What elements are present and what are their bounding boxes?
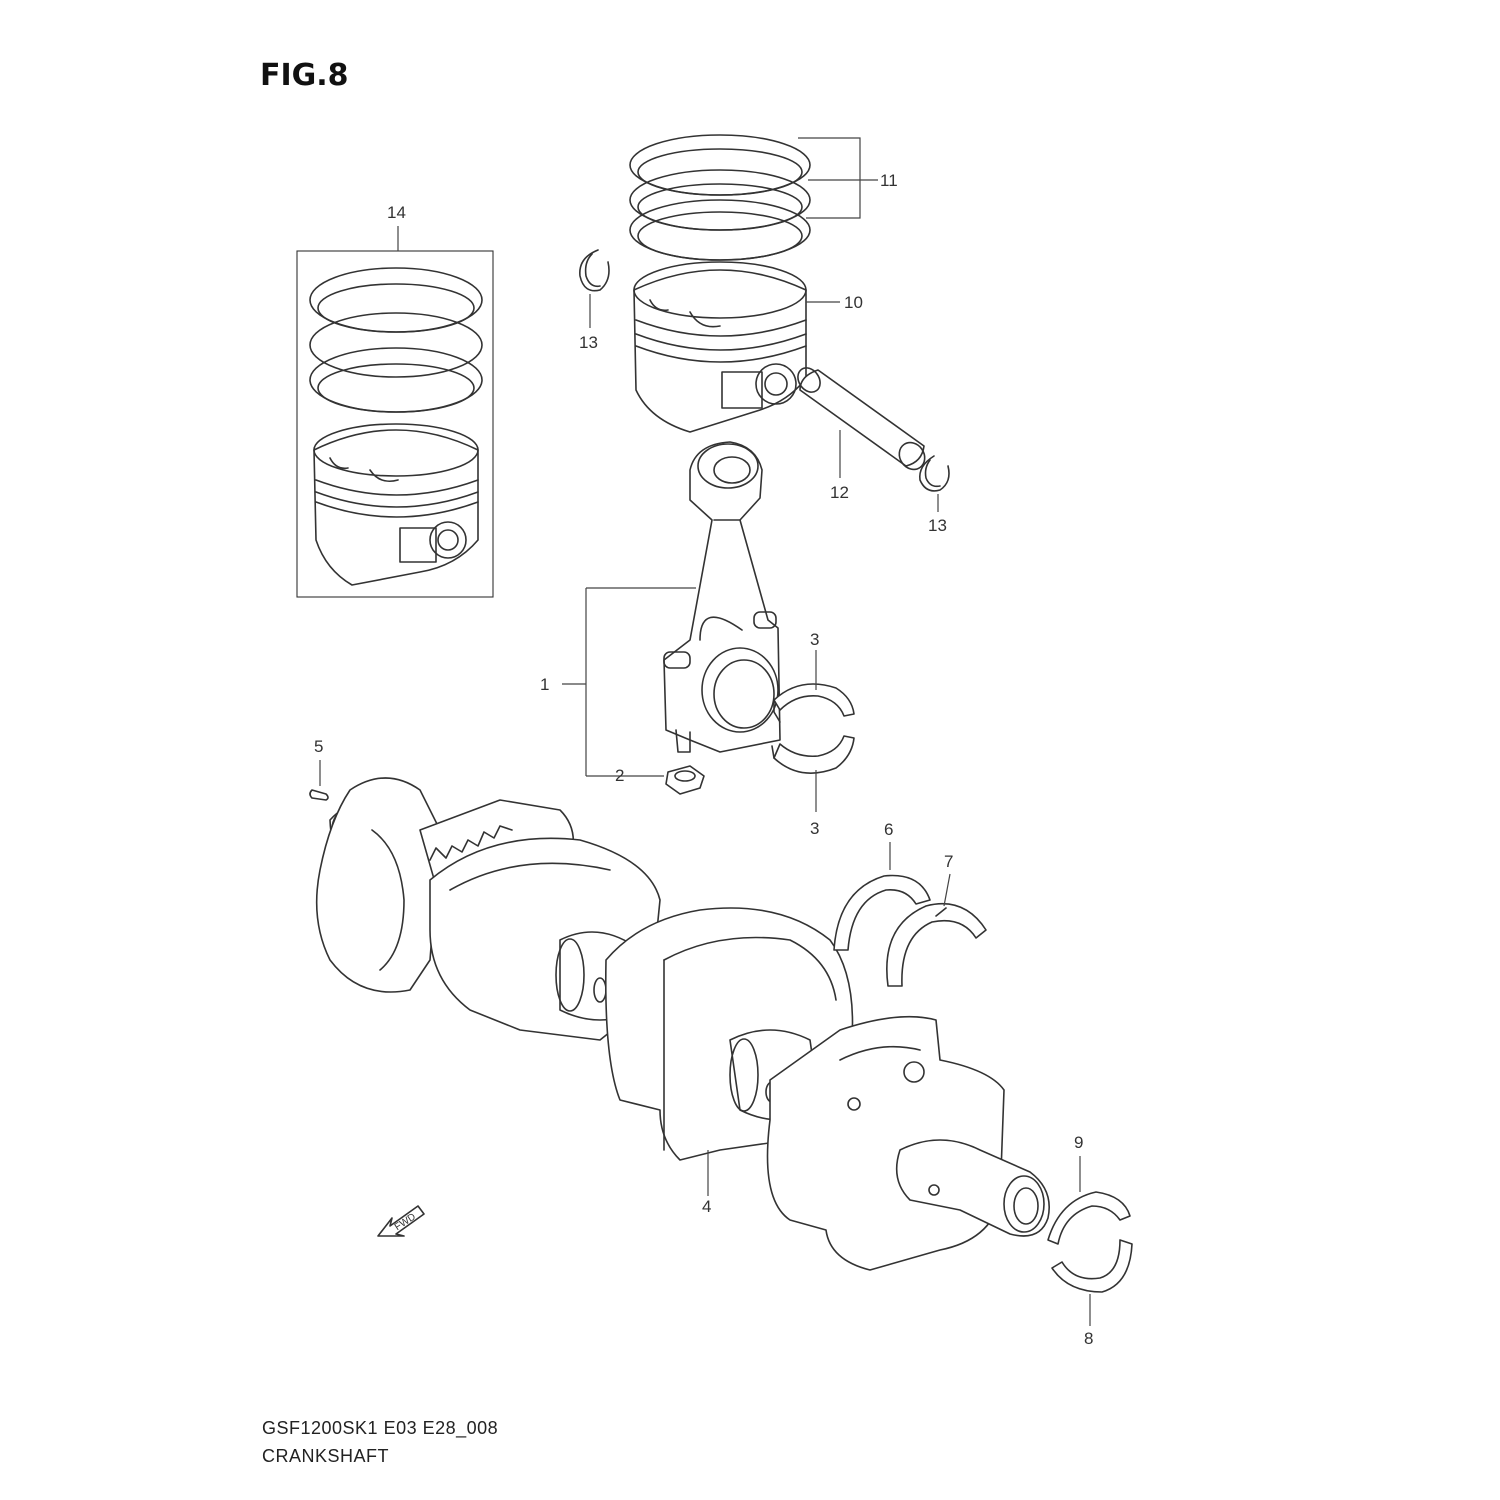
thrust-bearing-6 — [833, 842, 931, 951]
callout-13-left: 13 — [579, 333, 598, 352]
callout-14: 14 — [387, 203, 406, 222]
crank-key — [309, 760, 329, 801]
callout-3-lower: 3 — [810, 819, 819, 838]
forward-arrow-icon: FWD — [377, 1205, 425, 1237]
callout-11: 11 — [880, 171, 898, 190]
callout-5: 5 — [314, 737, 323, 756]
rod-nut — [586, 765, 705, 795]
callout-8: 8 — [1084, 1329, 1093, 1348]
callout-7: 7 — [944, 852, 953, 871]
callout-13-right: 13 — [928, 516, 947, 535]
callout-3-upper: 3 — [810, 630, 819, 649]
thrust-bearing-7 — [886, 873, 987, 987]
piston-rings — [629, 134, 878, 261]
rod-bearing-lower — [771, 735, 855, 812]
connecting-rod — [562, 441, 781, 776]
main-bearing-upper — [1047, 1156, 1131, 1245]
piston-kit-frame — [296, 250, 494, 598]
piston-kit-set — [296, 226, 494, 598]
rod-bearing-upper — [773, 650, 855, 723]
callout-9: 9 — [1074, 1133, 1083, 1152]
callout-6: 6 — [884, 820, 893, 839]
callout-2: 2 — [615, 766, 624, 785]
circlip-right — [918, 455, 950, 512]
crankshaft — [315, 777, 1050, 1271]
figure-code: GSF1200SK1 E03 E28_008 — [262, 1418, 499, 1438]
circlip-left — [579, 249, 610, 328]
piston-pin — [797, 367, 926, 478]
callout-10: 10 — [844, 293, 863, 312]
callout-1: 1 — [540, 675, 549, 694]
piston — [633, 261, 840, 433]
figure-name: CRANKSHAFT — [262, 1446, 390, 1466]
callout-12: 12 — [830, 483, 849, 502]
figure-title: FIG.8 — [260, 58, 349, 93]
main-bearing-lower — [1051, 1239, 1133, 1326]
callout-4: 4 — [702, 1197, 711, 1216]
